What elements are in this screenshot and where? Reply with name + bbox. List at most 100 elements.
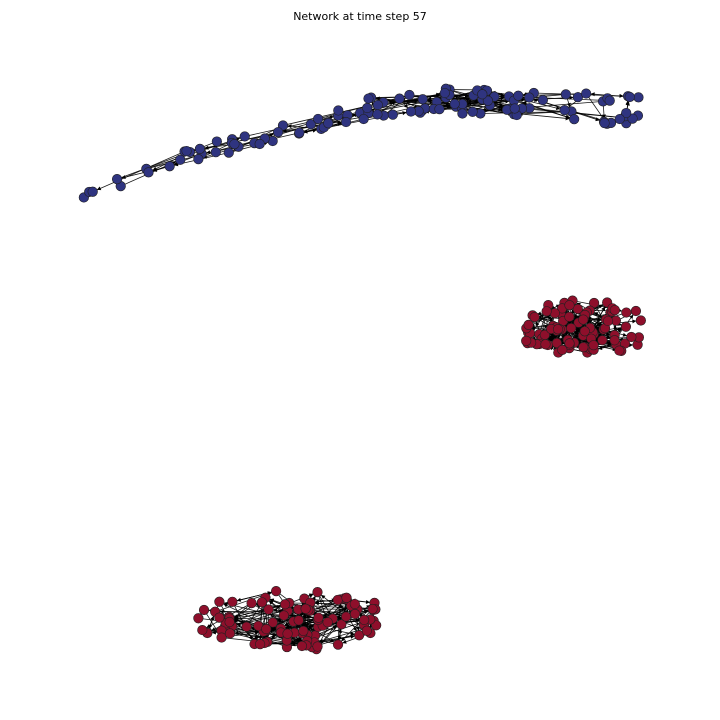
red-node <box>198 604 210 616</box>
red-node <box>278 610 289 621</box>
red-node <box>541 306 552 317</box>
blue-node <box>363 93 374 104</box>
edge-arrowhead <box>549 334 554 339</box>
edge-arrowhead <box>233 618 239 623</box>
red-node <box>579 326 590 337</box>
red-node <box>197 624 208 636</box>
red-node <box>349 608 361 620</box>
red-node <box>564 300 575 311</box>
edge-arrowhead <box>625 101 630 106</box>
blue-node <box>143 167 154 178</box>
edge-arrowhead <box>598 304 604 309</box>
red-node <box>614 345 625 356</box>
blue-node <box>394 93 405 104</box>
red-node <box>214 596 225 607</box>
red-node <box>540 339 551 350</box>
edge <box>229 610 288 619</box>
blue-node <box>164 161 175 172</box>
edge-arrowhead <box>308 594 314 598</box>
edge-arrowhead <box>352 113 357 118</box>
edge-arrowhead <box>258 635 263 640</box>
red-node <box>282 628 293 639</box>
blue-node <box>417 94 428 105</box>
blue-node <box>372 109 383 120</box>
blue-node <box>621 107 632 119</box>
blue-node <box>175 154 186 165</box>
edge-arrowhead <box>223 603 228 608</box>
blue-node <box>457 108 468 119</box>
red-node <box>254 639 266 650</box>
edge <box>521 108 633 120</box>
edge-arrowhead <box>318 639 324 643</box>
red-node <box>224 628 236 639</box>
red-node <box>566 322 577 334</box>
blue-node <box>513 90 524 101</box>
blue-node <box>193 154 204 165</box>
red-node <box>227 596 238 607</box>
edge-arrowhead <box>254 629 259 634</box>
edge-arrowhead <box>269 598 275 603</box>
blue-node <box>239 131 250 142</box>
blue-node <box>305 119 316 130</box>
blue-node <box>559 105 570 116</box>
blue-node <box>210 147 221 158</box>
red-node <box>564 311 575 322</box>
blue-node <box>467 106 478 117</box>
edge-arrowhead <box>595 117 600 122</box>
red-node <box>367 603 378 615</box>
red-node <box>589 297 600 309</box>
edge-arrowhead <box>617 329 622 333</box>
red-node <box>523 319 534 330</box>
edge-arrowhead <box>297 637 302 642</box>
edge-arrowhead <box>311 596 316 601</box>
edge-arrowhead <box>622 332 628 337</box>
edge-arrowhead <box>555 106 561 111</box>
edge <box>289 602 355 605</box>
blue-node <box>434 104 445 115</box>
red-node <box>578 342 589 353</box>
red-node <box>216 632 227 643</box>
blue-node <box>312 113 324 125</box>
edge-arrowhead <box>284 622 289 627</box>
blue-node <box>449 98 460 109</box>
red-node <box>354 630 365 641</box>
red-node <box>214 612 225 623</box>
red-node <box>224 616 235 628</box>
blue-node <box>87 186 98 197</box>
blue-node <box>569 114 580 125</box>
edge-arrowhead <box>339 603 344 609</box>
edge-arrowhead <box>363 609 369 614</box>
edge <box>360 92 445 114</box>
red-node <box>359 614 370 626</box>
blue-node <box>604 95 615 106</box>
blue-node <box>560 89 571 100</box>
edge-arrowhead <box>255 635 260 640</box>
red-node <box>300 603 311 614</box>
red-node <box>271 586 282 597</box>
red-node <box>261 623 272 635</box>
edge-arrowhead <box>353 626 357 632</box>
blue-node <box>624 91 635 103</box>
edge-arrowhead <box>236 622 241 627</box>
red-node <box>621 307 632 318</box>
blue-node <box>362 102 373 114</box>
edge-arrowhead <box>590 92 595 97</box>
red-node <box>293 615 304 626</box>
blue-node <box>477 89 488 100</box>
edge-arrowhead <box>632 319 637 324</box>
blue-node <box>537 94 548 106</box>
red-node <box>572 303 583 315</box>
diagram-title: Network at time step 57 <box>293 10 427 23</box>
edge-arrowhead <box>466 101 472 106</box>
edge <box>229 603 286 619</box>
blue-node <box>229 139 240 150</box>
red-node <box>256 597 268 608</box>
red-node <box>322 617 333 628</box>
red-node <box>630 305 642 317</box>
edge-arrowhead <box>210 615 215 621</box>
node-layer <box>78 83 646 655</box>
edge-arrowhead <box>268 600 274 605</box>
blue-node <box>211 136 222 147</box>
red-node <box>609 335 620 346</box>
